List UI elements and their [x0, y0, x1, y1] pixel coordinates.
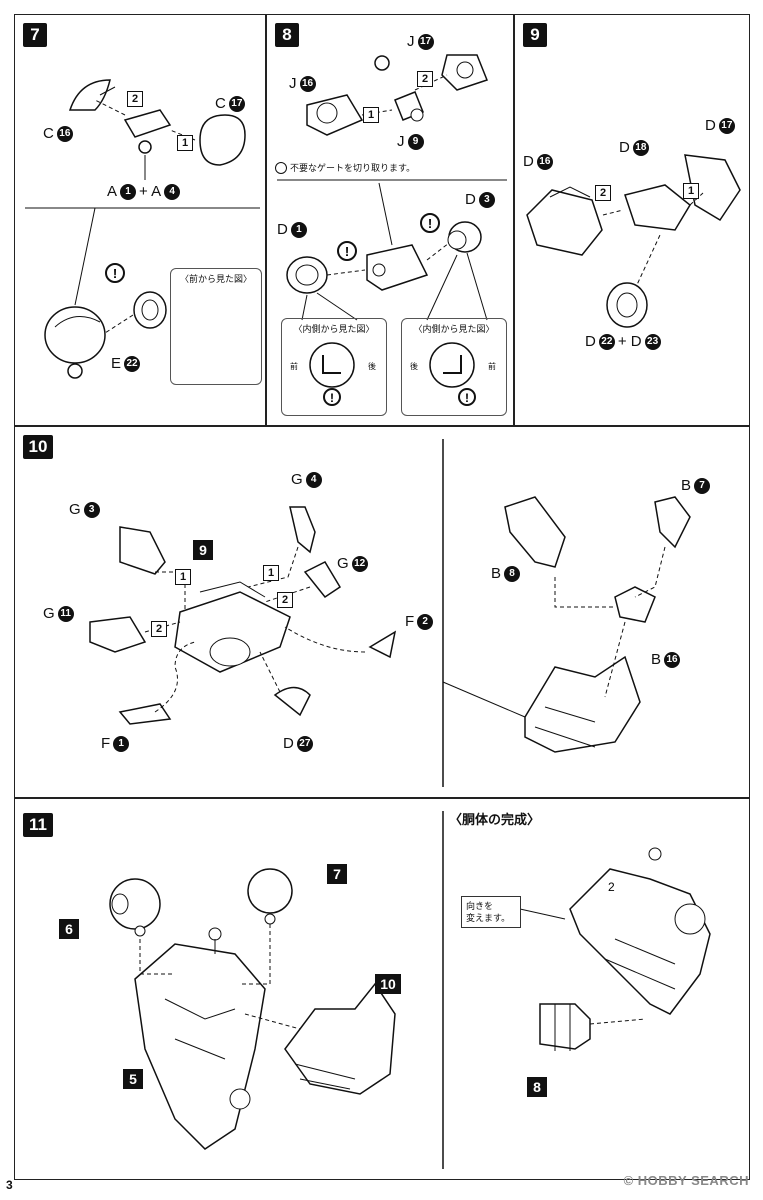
step-11-ref-7: 7 [327, 864, 347, 884]
step-7-number: 7 [23, 23, 47, 47]
svg-text:2: 2 [608, 880, 615, 894]
step-9-order-2: 2 [595, 185, 611, 201]
svg-text:!: ! [465, 391, 469, 405]
step-8-order-2: 2 [417, 71, 433, 87]
svg-text:!: ! [345, 244, 349, 259]
step-11-ref-8: 8 [527, 1077, 547, 1097]
step-11-ref-5: 5 [123, 1069, 143, 1089]
step-11-number: 11 [23, 813, 53, 837]
page-number: 3 [6, 1178, 13, 1192]
gate-note-text: 不要なゲートを切り取ります。 [290, 163, 416, 173]
callout-left-title: 〈内側から見た図〉 [293, 324, 375, 334]
step-10-ref-9: 9 [193, 540, 213, 560]
callout-title: 〈前から見た図〉 [179, 274, 252, 284]
step-7-front-view-callout: 〈前から見た図〉 [170, 268, 262, 385]
rear-label: 後 [410, 362, 418, 371]
callout-right-title: 〈内側から見た図〉 [413, 324, 495, 334]
step-11-ref-6: 6 [59, 919, 79, 939]
completion-title: 〈胴体の完成〉 [449, 812, 541, 827]
step-8-number: 8 [275, 23, 299, 47]
step-8-order-1: 1 [363, 107, 379, 123]
turn-direction-note: 向きを 変えます。 [461, 896, 521, 928]
step-8-panel: 8 ! ! [266, 14, 514, 426]
gate-note: 不要なゲートを切り取ります。 [275, 161, 415, 174]
step-8-inner-view-right: 〈内側から見た図〉 後 前 [401, 318, 507, 416]
step-10-order-2a: 2 [277, 592, 293, 608]
svg-text:!: ! [113, 266, 117, 281]
step-8-inner-view-left: 〈内側から見た図〉 前 後 [281, 318, 387, 416]
step-7-order-1: 1 [177, 135, 193, 151]
watermark: © HOBBY SEARCH [623, 1173, 749, 1188]
step-10-order-2b: 2 [151, 621, 167, 637]
gate-cut-icon [275, 161, 287, 174]
step-7-order-2: 2 [127, 91, 143, 107]
svg-text:!: ! [330, 391, 334, 405]
step-11-panel: 11 2 6 7 5 10 8 [14, 798, 750, 1180]
step-9-order-1: 1 [683, 183, 699, 199]
step-9-number: 9 [523, 23, 547, 47]
rear-label: 後 [368, 362, 376, 371]
step-11-ref-10: 10 [375, 974, 401, 994]
step-10-order-1a: 1 [175, 569, 191, 585]
step-10-order-1b: 1 [263, 565, 279, 581]
step-10-number: 10 [23, 435, 53, 459]
step-8-diagram: ! ! ! ! [277, 54, 507, 406]
step-7-panel: 7 ! ! 2 1 C17 C16 [14, 14, 266, 426]
front-label: 前 [488, 362, 496, 371]
step-10-panel: 10 [14, 426, 750, 798]
step-9-diagram [526, 154, 741, 328]
front-label: 前 [290, 362, 298, 371]
svg-text:!: ! [428, 216, 432, 231]
step-11-diagram: 2 [109, 811, 711, 1169]
